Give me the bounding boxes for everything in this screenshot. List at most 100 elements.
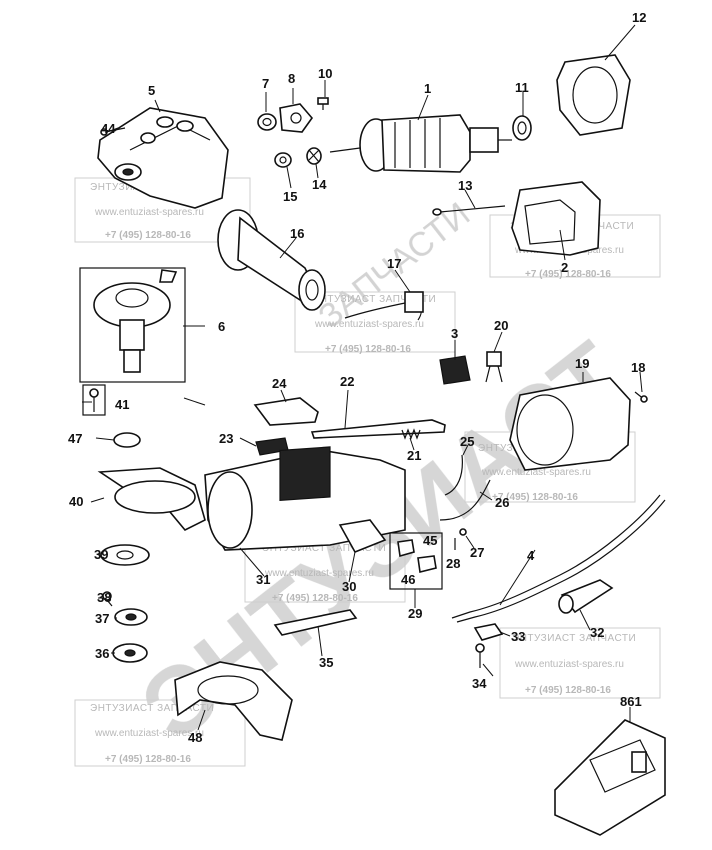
- watermark-phone: +7 (495) 128-80-16: [325, 344, 411, 355]
- watermark-box-6: ЭНТУЗИАСТ ЗАПЧАСТИ www.entuziast-spares.…: [499, 627, 661, 699]
- part-label-17: 17: [387, 256, 401, 271]
- screw-part-13: [432, 205, 506, 216]
- power-cable-part-4: [451, 494, 666, 623]
- part-label-4: 4: [527, 548, 535, 563]
- part-label-35: 35: [319, 655, 333, 670]
- carry-case-part-861: [554, 719, 666, 836]
- o-ring-part-47: [113, 432, 141, 448]
- spindle-assembly-part-6: [79, 267, 186, 383]
- watermark-phone: +7 (495) 128-80-16: [105, 230, 191, 241]
- part-label-30: 30: [342, 579, 356, 594]
- part-label-8: 8: [288, 71, 295, 86]
- cable-protector-part-32: [558, 579, 614, 614]
- guard-part-48: [174, 661, 293, 741]
- part-label-2: 2: [561, 260, 568, 275]
- watermark-url: www.entuziast-spares.ru: [264, 568, 374, 579]
- screw-part-27: [459, 528, 467, 536]
- cover-plate-part-24: [253, 397, 319, 426]
- part-label-7: 7: [262, 76, 269, 91]
- part-label-14: 14: [312, 177, 327, 192]
- part-label-15: 15: [283, 189, 297, 204]
- flange-part-39: [100, 544, 150, 566]
- watermark-phone: +7 (495) 128-80-16: [492, 492, 578, 503]
- nut-part-15: [274, 152, 292, 168]
- switch-block-part-3: [439, 355, 471, 385]
- watermark-title: ЭНТУЗИАСТ ЗАПЧАСТИ: [312, 294, 436, 305]
- part-label-31: 31: [256, 572, 270, 587]
- armature-part: [329, 114, 512, 173]
- cable-connector-part-17: [344, 291, 424, 321]
- part-label-3: 3: [451, 326, 458, 341]
- watermark-phone: +7 (495) 128-80-16: [525, 685, 611, 696]
- part-label-27: 27: [470, 545, 484, 560]
- part-label-41: 41: [115, 397, 129, 412]
- part-label-16: 16: [290, 226, 304, 241]
- part-label-39: 39: [94, 547, 108, 562]
- switch-rod-part-22: [310, 419, 446, 439]
- part-label-36: 36: [95, 646, 109, 661]
- part-label-29: 29: [408, 606, 422, 621]
- part-label-11: 11: [515, 80, 529, 95]
- flange-nut-part-37: [114, 608, 148, 626]
- part-label-47: 47: [68, 431, 82, 446]
- leader-lines: [82, 24, 643, 731]
- part-label-6: 6: [218, 319, 225, 334]
- part-label-26: 26: [495, 495, 509, 510]
- screw-part-10: [317, 97, 329, 110]
- watermark-url: www.entuziast-spares.ru: [94, 207, 204, 218]
- bearing-plate-part-8: [279, 103, 314, 133]
- cap-part-30: [338, 519, 387, 554]
- part-label-32: 32: [590, 625, 604, 640]
- part-label-44: 44: [101, 121, 116, 136]
- watermark-phone: +7 (495) 128-80-16: [272, 593, 358, 604]
- part-label-13: 13: [458, 178, 472, 193]
- part-label-37: 37: [95, 611, 109, 626]
- part-label-1: 1: [424, 81, 431, 96]
- watermark-phone: +7 (495) 128-80-16: [105, 754, 191, 765]
- part-label-34: 34: [472, 676, 487, 691]
- watermark-url: www.entuziast-spares.ru: [314, 319, 424, 330]
- part-label-861: 861: [620, 694, 642, 709]
- part-label-25: 25: [460, 434, 474, 449]
- guard-part-40: [97, 467, 206, 531]
- end-cap-part-12: [556, 54, 631, 136]
- washer-part-7: [257, 113, 277, 131]
- watermark-url: www.entuziast-spares.ru: [94, 728, 204, 739]
- screw-part-38: [102, 591, 113, 607]
- part-label-22: 22: [340, 374, 354, 389]
- part-label-38: 38: [97, 590, 111, 605]
- watermark-box-3: ЭНТУЗИАСТ ЗАПЧАСТИ www.entuziast-spares.…: [294, 291, 456, 355]
- part-label-33: 33: [511, 629, 525, 644]
- part-number-labels: 1 2 3 4 5 6 7 8 10 11 12 13 14 15 16 17 …: [68, 10, 646, 745]
- part-label-40: 40: [69, 494, 83, 509]
- part-label-20: 20: [494, 318, 508, 333]
- watermark-title: ЭНТУЗИАСТ ЗАПЧАСТИ: [90, 703, 214, 714]
- watermark-box-7: ЭНТУЗИАСТ ЗАПЧАСТИ www.entuziast-spares.…: [74, 699, 246, 767]
- watermark-title: ЭНТУЗИАСТ ЗАПЧАСТИ: [512, 633, 636, 644]
- bearing-part-11: [512, 115, 532, 141]
- gear-head-housing-part: [97, 107, 229, 209]
- cable-clamp-part-33: [473, 623, 504, 641]
- part-label-19: 19: [575, 356, 589, 371]
- rear-cover-part-19: [509, 377, 631, 471]
- watermark-title: ЭНТУЗИАСТ ЗАПЧАСТИ: [262, 543, 386, 554]
- part-label-12: 12: [632, 10, 646, 25]
- wires-part-25-26: [439, 454, 491, 521]
- side-handle-part-16: [217, 209, 326, 311]
- part-label-46: 46: [401, 572, 415, 587]
- watermark-phone: +7 (495) 128-80-16: [525, 269, 611, 280]
- watermark-url: www.entuziast-spares.ru: [514, 659, 624, 670]
- flange-nut-part-36: [112, 643, 148, 663]
- part-label-45: 45: [423, 533, 437, 548]
- brush-holder-box-29: [389, 532, 443, 590]
- part-label-18: 18: [631, 360, 645, 375]
- suppressor-part-20: [485, 351, 503, 383]
- part-label-21: 21: [407, 448, 421, 463]
- screw-part-18: [634, 391, 648, 403]
- part-label-48: 48: [188, 730, 202, 745]
- part-label-10: 10: [318, 66, 332, 81]
- part-label-5: 5: [148, 83, 155, 98]
- part-label-24: 24: [272, 376, 287, 391]
